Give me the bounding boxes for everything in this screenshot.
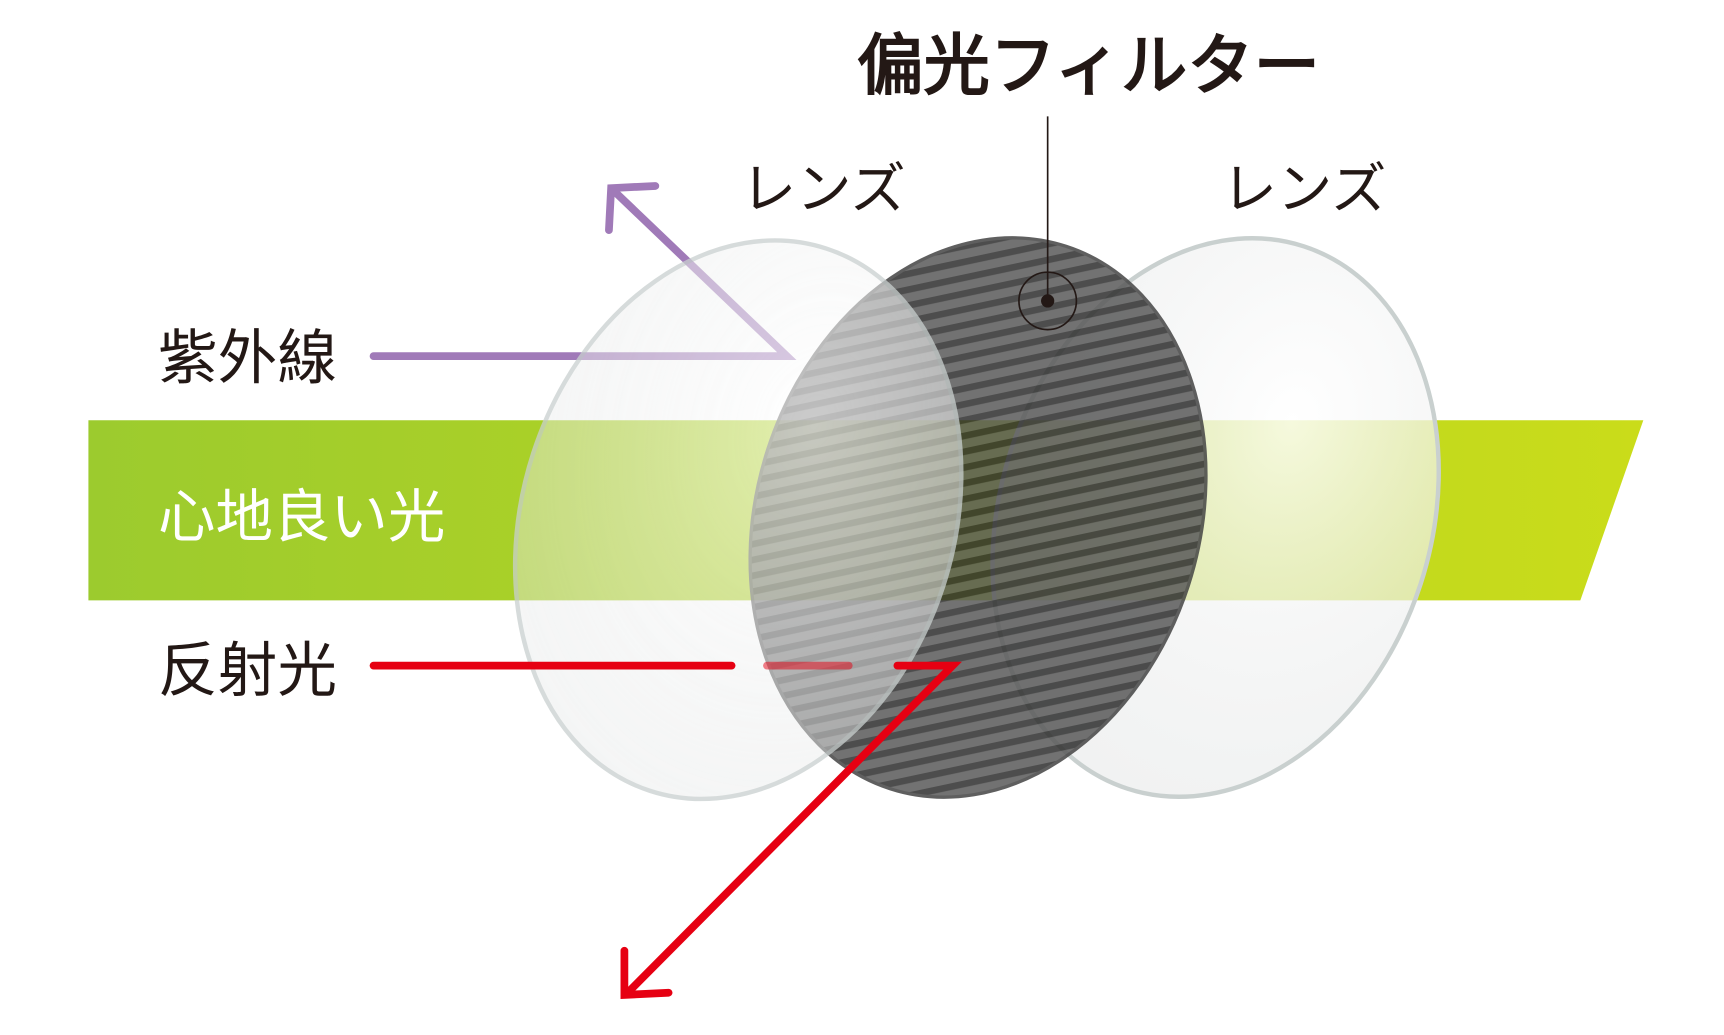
lens-right-label: レンズ <box>1222 158 1387 222</box>
comfortable-light-label: 心地良い光 <box>158 483 445 550</box>
reflected-light-label: 反射光 <box>158 637 337 706</box>
uv-label: 紫外線 <box>158 324 337 393</box>
filter-leader-line <box>1018 116 1078 331</box>
title: 偏光フィルター <box>857 27 1320 105</box>
lens-left <box>512 238 964 802</box>
lens-left-label: レンズ <box>741 158 906 222</box>
reflected-light-arrow <box>369 661 962 999</box>
